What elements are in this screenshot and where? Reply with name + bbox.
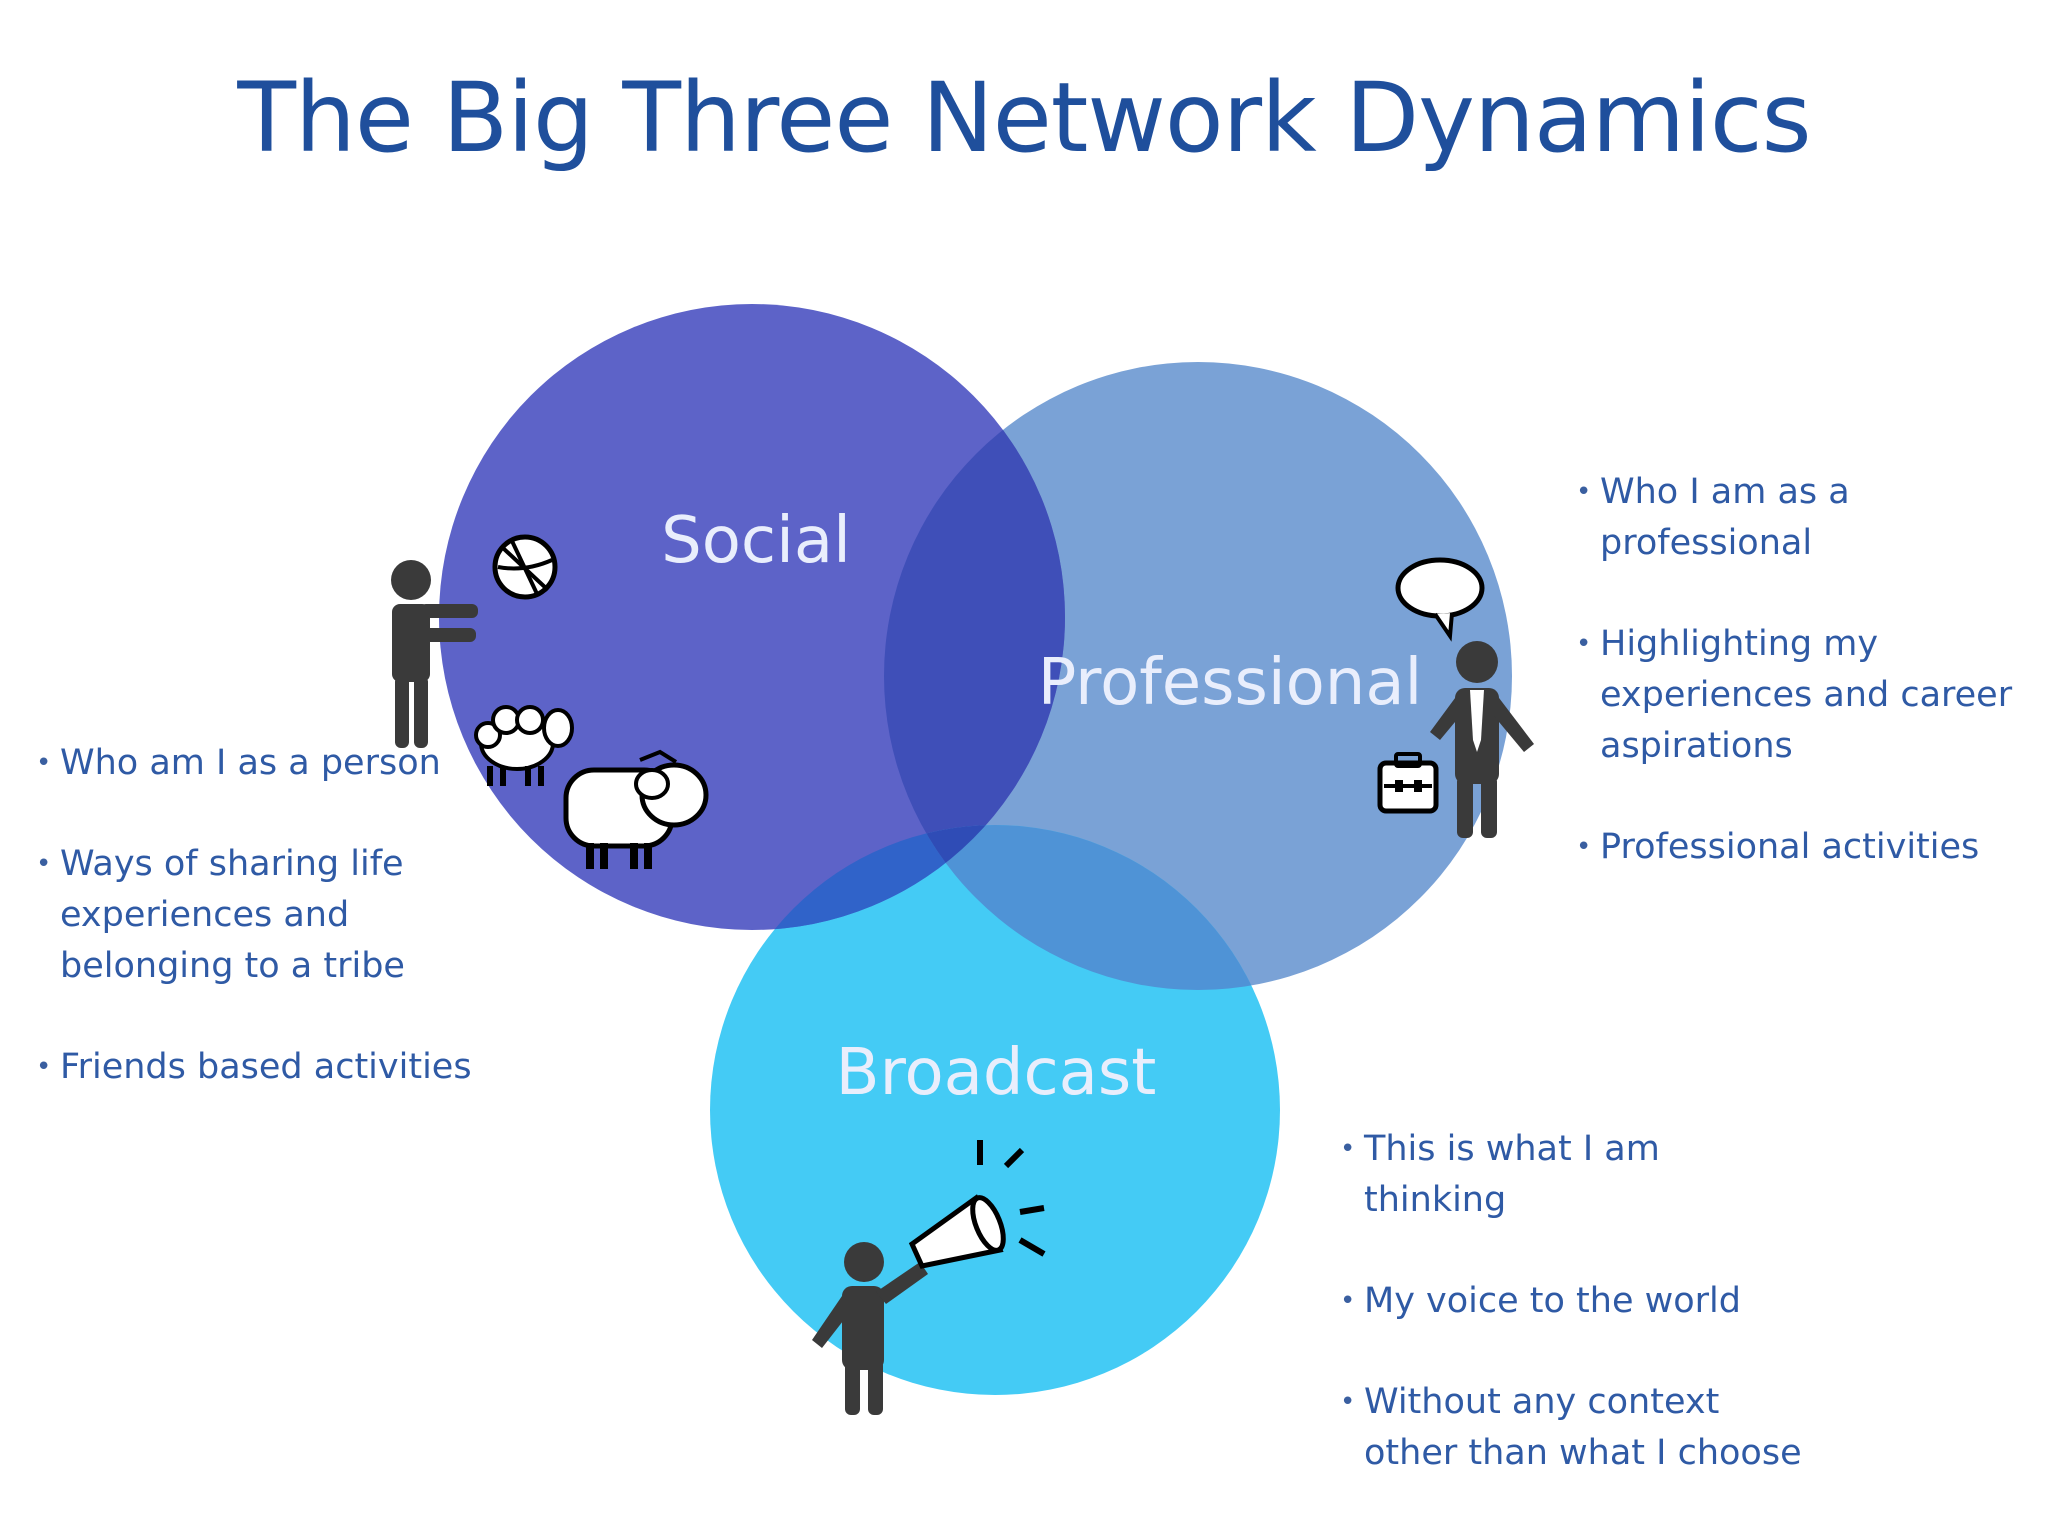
professional-bullet: Professional activities — [1576, 822, 2038, 873]
professional-bullet: Highlighting my experiences and career a… — [1576, 619, 2038, 772]
broadcast-bullet: My voice to the world — [1340, 1276, 1812, 1327]
social-label: Social — [661, 504, 851, 578]
speech-bubble-icon — [1395, 557, 1485, 642]
briefcase-icon — [1377, 752, 1439, 814]
social-bullet: Who am I as a person — [36, 738, 508, 789]
sheep-icon — [474, 705, 574, 786]
social-bullet-list: Who am I as a person Ways of sharing lif… — [36, 738, 508, 1143]
professional-label: Professional — [1038, 646, 1423, 720]
broadcast-bullet: This is what I am thinking — [1340, 1124, 1812, 1226]
social-bullet: Ways of sharing life experiences and bel… — [36, 839, 508, 992]
person-with-ball-icon — [391, 560, 478, 748]
sheep-icon — [563, 749, 709, 869]
broadcast-bullet: Without any context other than what I ch… — [1340, 1377, 1812, 1479]
person-with-megaphone-icon — [812, 1242, 928, 1415]
social-bullet: Friends based activities — [36, 1042, 508, 1093]
person-with-tie-icon — [1430, 641, 1534, 838]
broadcast-label: Broadcast — [836, 1036, 1157, 1110]
professional-bullet: Who I am as a professional — [1576, 467, 2038, 569]
diagram-title: The Big Three Network Dynamics — [237, 62, 1811, 174]
professional-bullet-list: Who I am as a professional Highlighting … — [1576, 467, 2038, 923]
broadcast-bullet-list: This is what I am thinking My voice to t… — [1340, 1124, 1812, 1529]
ball-icon — [492, 534, 558, 600]
professional-broadcast-overlap — [884, 825, 1280, 990]
megaphone-icon — [908, 1140, 1046, 1269]
